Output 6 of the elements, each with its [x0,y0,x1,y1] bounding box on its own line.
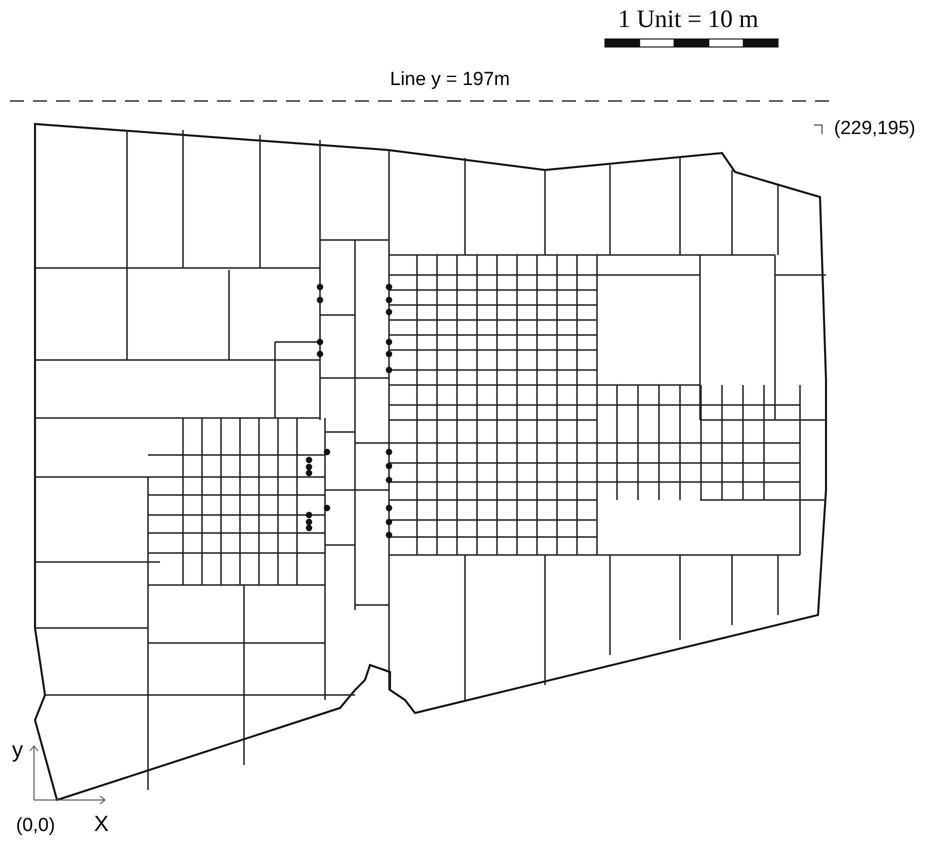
line-label: Line y = 197m [390,68,510,92]
coordinate-label: (0,0) [16,814,56,838]
axis-label: y [12,736,23,764]
coordinate-label: (229,195) [834,117,916,141]
axis-label: X [94,810,109,838]
scale-label: 1 Unit = 10 m [618,5,758,35]
